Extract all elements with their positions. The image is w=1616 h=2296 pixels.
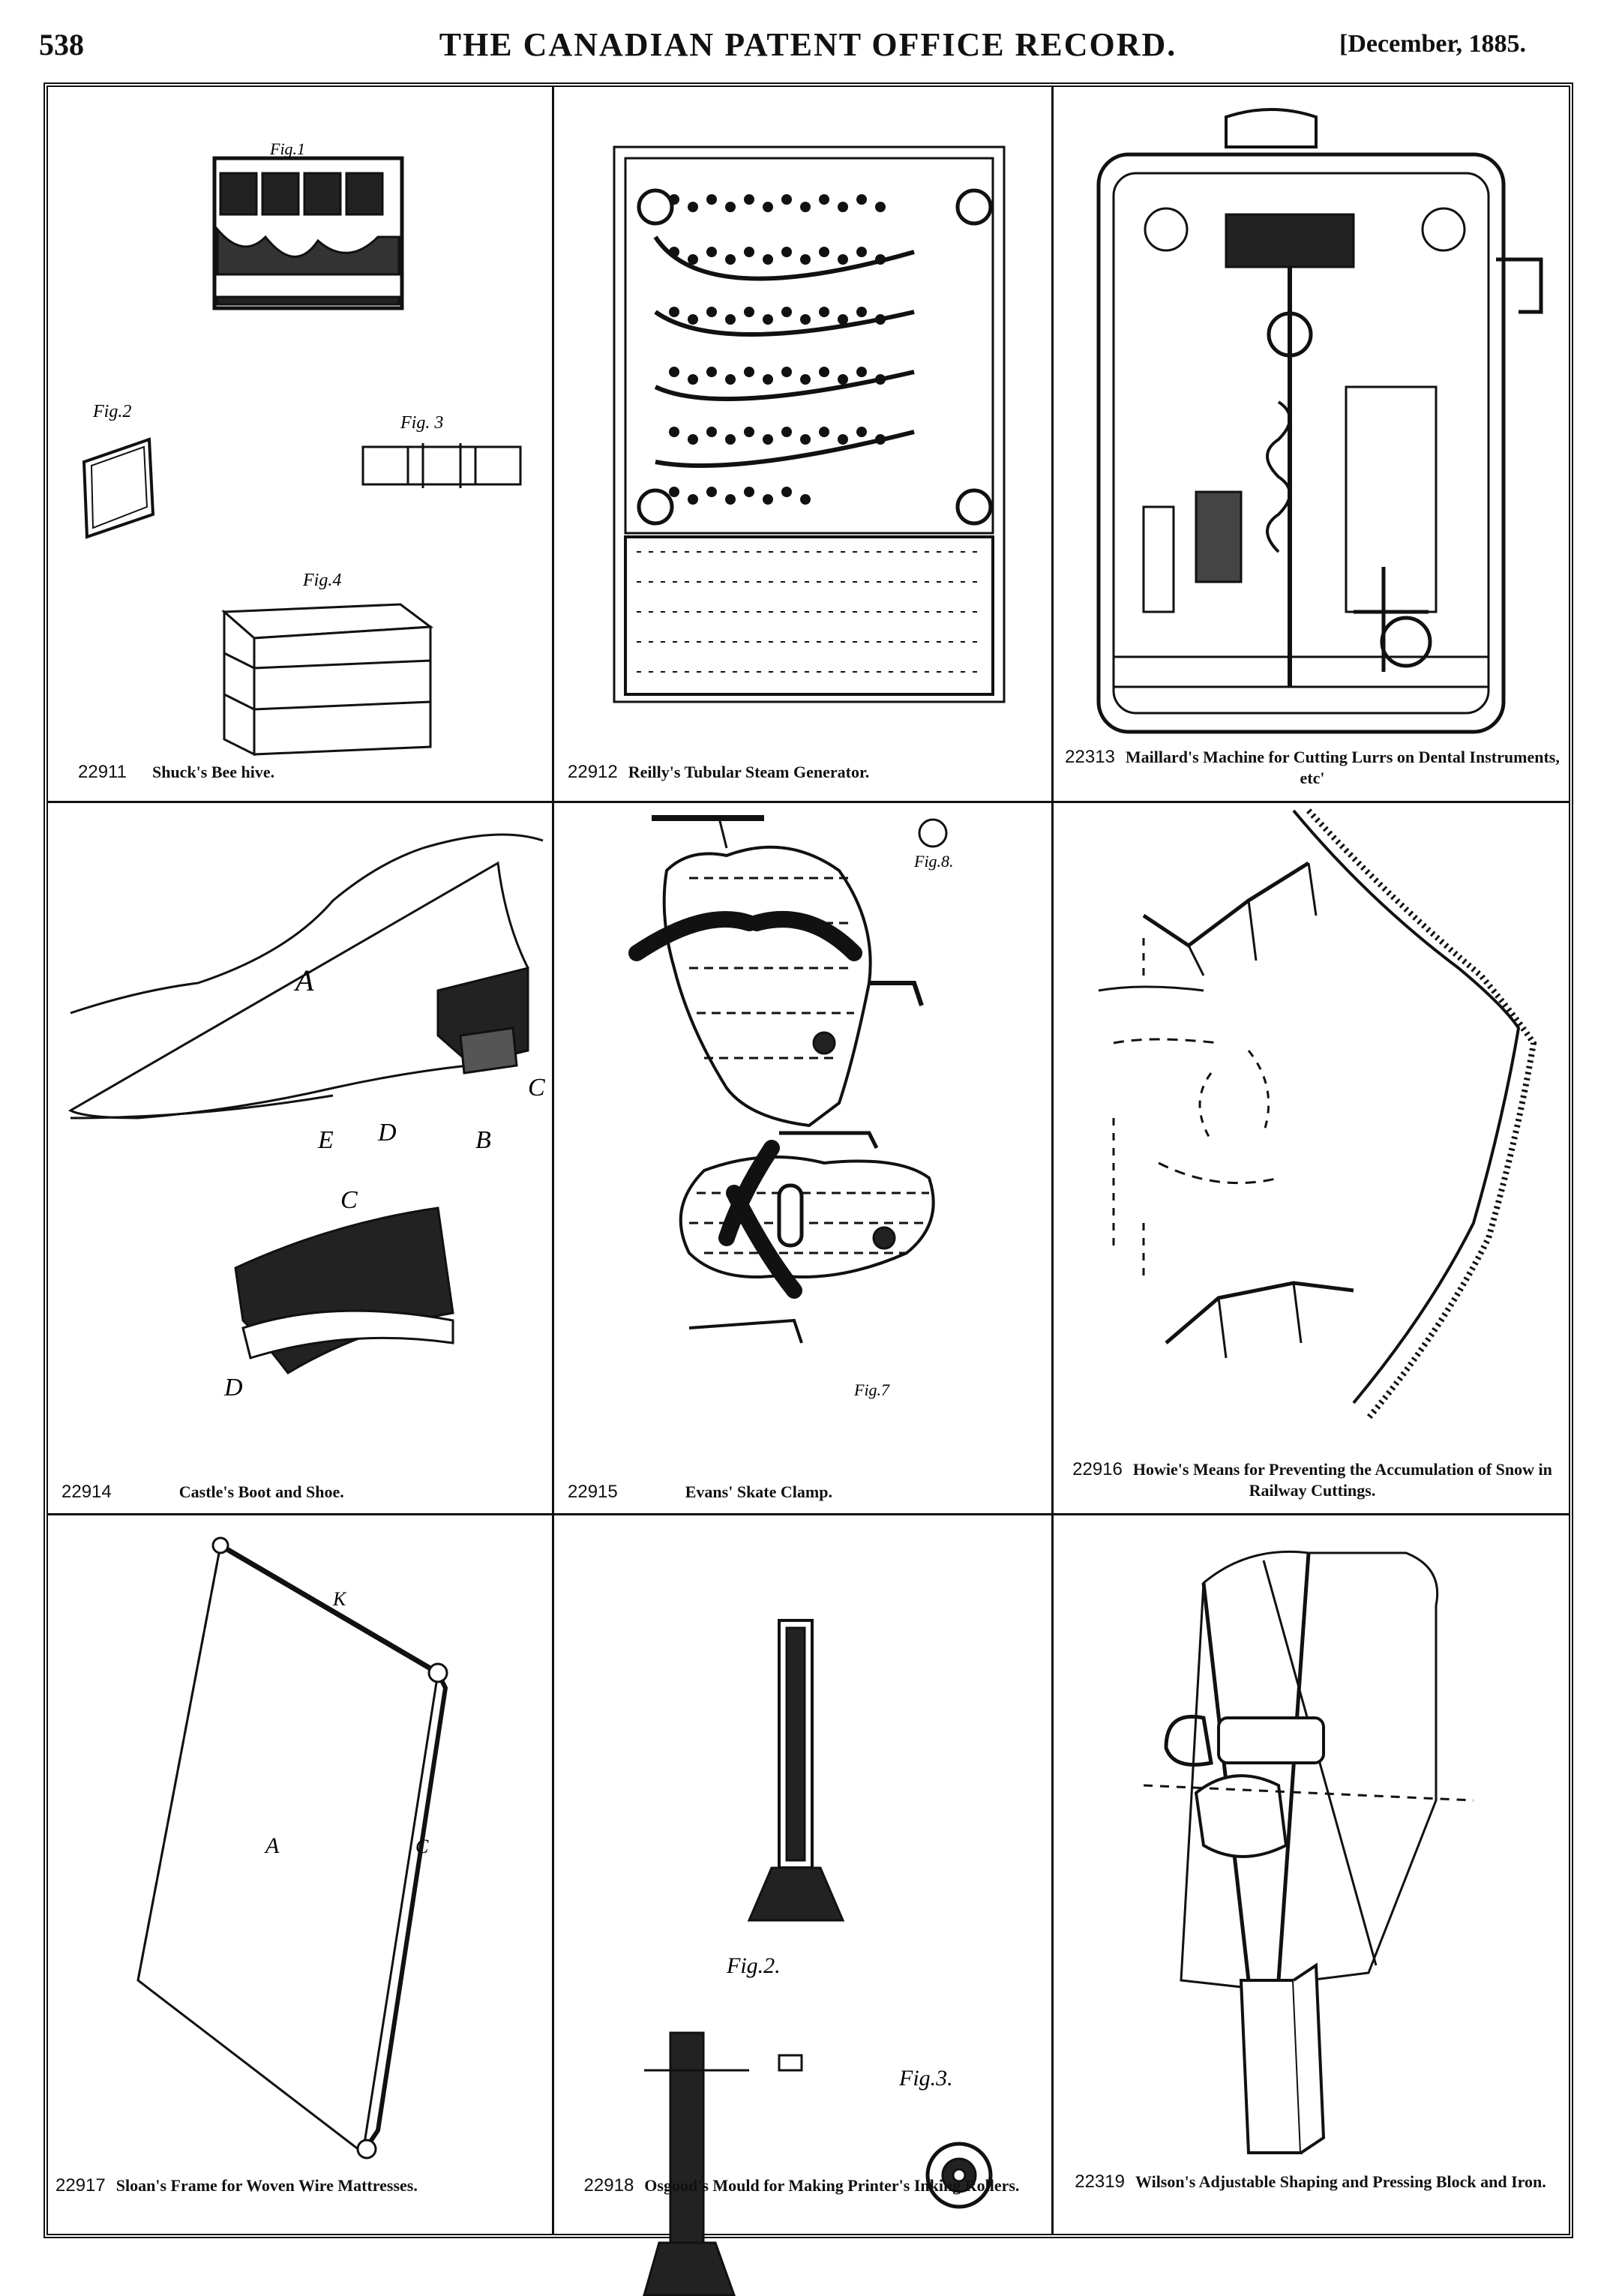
patent-title: Osgood's Mould for Making Printer's Inki… xyxy=(644,2176,1020,2195)
svg-text:C: C xyxy=(415,1836,429,1857)
fig-label: Fig.1 xyxy=(269,139,305,158)
patent-caption: 22914 Castle's Boot and Shoe. xyxy=(61,1482,541,1503)
fig-label: Fig.8. xyxy=(913,852,954,871)
patent-entry-22912: 22912 Reilly's Tubular Steam Generator. xyxy=(554,87,1051,801)
svg-text:C: C xyxy=(340,1186,358,1214)
fig-label: Fig.2. xyxy=(726,1953,781,1978)
patent-caption: 22319 Wilson's Adjustable Shaping and Pre… xyxy=(1057,2172,1564,2193)
patent-title: Wilson's Adjustable Shaping and Pressing… xyxy=(1135,2172,1546,2191)
patent-title: Maillard's Machine for Cutting Lurrs on … xyxy=(1125,748,1560,787)
patent-grid: Fig.1 Fig.2 Fig. 3 xyxy=(43,82,1573,2296)
patent-title: Sloan's Frame for Woven Wire Mattresses. xyxy=(115,2176,418,2195)
svg-text:C: C xyxy=(528,1074,545,1102)
patent-title: Castle's Boot and Shoe. xyxy=(178,1482,344,1501)
patent-caption: 22917 Sloan's Frame for Woven Wire Mattre… xyxy=(55,2175,550,2196)
grid-divider xyxy=(48,1513,1569,1515)
patent-caption: 22918 Osgood's Mould for Making Printer's… xyxy=(558,2175,1045,2196)
patent-title: Reilly's Tubular Steam Generator. xyxy=(628,763,870,781)
patent-entry-22916: 22916 Howie's Means for Preventing the Ac… xyxy=(1054,803,1569,1513)
grid-divider xyxy=(48,801,1569,803)
patent-entry-22917: A C K 22917 Sloan's Frame for Woven Wire … xyxy=(48,1515,552,2234)
svg-text:E: E xyxy=(317,1126,334,1154)
patent-number: 22911 xyxy=(78,762,127,782)
mattress-frame-drawing: A C K xyxy=(136,1536,448,2160)
patent-caption: 22911 Shuck's Bee hive. xyxy=(78,762,543,783)
svg-text:B: B xyxy=(475,1126,491,1154)
publication-title: THE CANADIAN PATENT OFFICE RECORD. xyxy=(439,26,1177,63)
patent-entry-22911: Fig.1 Fig.2 Fig. 3 xyxy=(48,87,552,801)
patent-number: 22917 xyxy=(55,2175,106,2196)
fig-label: Fig.7 xyxy=(853,1380,890,1399)
pressing-block-drawing xyxy=(1143,1550,1474,2154)
patent-number: 22915 xyxy=(568,1482,618,1502)
svg-text:A: A xyxy=(264,1833,280,1858)
patent-entry-22319: 22319 Wilson's Adjustable Shaping and Pre… xyxy=(1054,1515,1569,2234)
patent-caption: 22916 Howie's Means for Preventing the Ac… xyxy=(1061,1459,1564,1501)
svg-text:D: D xyxy=(377,1119,397,1147)
patent-number: 22916 xyxy=(1072,1459,1123,1479)
patent-number: 22918 xyxy=(583,2175,634,2196)
page-number: 538 xyxy=(39,28,84,61)
patent-title: Shuck's Bee hive. xyxy=(151,763,275,781)
patent-caption: 22313 Maillard's Machine for Cutting Lurr… xyxy=(1061,747,1564,789)
patent-title: Evans' Skate Clamp. xyxy=(685,1482,832,1501)
steam-generator-drawing xyxy=(613,145,1006,703)
boot-shoe-drawing: A C D E B C D xyxy=(67,833,545,1401)
grid-divider xyxy=(1051,87,1054,2234)
patent-entry-22914: A C D E B C D 22914 Castle's Boot and Sho… xyxy=(48,803,552,1513)
bee-hive-drawing: Fig.1 Fig.2 Fig. 3 xyxy=(82,139,522,757)
patent-number: 22914 xyxy=(61,1482,112,1502)
fig-label: Fig. 3 xyxy=(400,413,443,433)
grid-divider xyxy=(552,87,554,2234)
patent-caption: 22915 Evans' Skate Clamp. xyxy=(568,1482,1048,1503)
page-header: 538 THE CANADIAN PATENT OFFICE RECORD. [… xyxy=(0,22,1616,82)
patent-entry-22313: 22313 Maillard's Machine for Cutting Lurr… xyxy=(1054,87,1569,801)
patent-entry-22918: Fig.2. Fig.3. 22918 Osgood's Mould for Ma… xyxy=(554,1515,1051,2296)
patent-number: 22313 xyxy=(1065,747,1115,767)
svg-text:K: K xyxy=(332,1588,347,1610)
svg-text:A: A xyxy=(293,964,314,997)
fig-label: Fig.4 xyxy=(302,571,341,590)
dental-machine-drawing xyxy=(1096,108,1543,734)
skate-clamp-drawing: Fig.8. Fig.7 xyxy=(628,815,954,1399)
patent-title: Howie's Means for Preventing the Accumul… xyxy=(1132,1460,1552,1500)
patent-caption: 22912 Reilly's Tubular Steam Generator. xyxy=(568,762,1048,783)
fig-label: Fig.2 xyxy=(92,402,131,421)
svg-text:D: D xyxy=(223,1374,243,1401)
patent-entry-22915: Fig.8. Fig.7 22915 Evans' Skate Clamp. xyxy=(554,803,1051,1513)
patent-number: 22912 xyxy=(568,762,618,782)
roller-mould-drawing: Fig.2. Fig.3. xyxy=(643,1619,993,2296)
fig-label: Fig.3. xyxy=(898,2066,953,2091)
issue-date: [December, 1885. xyxy=(1339,30,1526,58)
patent-number: 22319 xyxy=(1075,2172,1125,2192)
snow-fence-drawing xyxy=(1098,808,1537,1420)
